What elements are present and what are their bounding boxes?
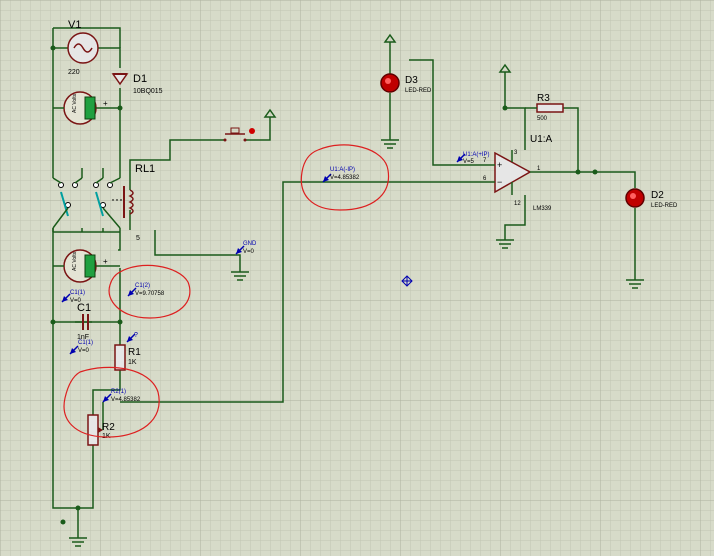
r1-value: 1K xyxy=(128,359,137,366)
probe-c1-1b-name: C1(1) xyxy=(78,340,93,346)
meter-top-label: AC Volts xyxy=(72,93,78,113)
v1-value: 220 xyxy=(68,69,80,76)
probe-gnd-name: GND xyxy=(243,241,257,247)
c1-value: 1nF xyxy=(77,334,89,341)
probe-r2-1-name: R2(1) xyxy=(111,389,126,395)
probe-c1-2-name: C1(2) xyxy=(135,283,150,289)
probe-u1-ip-left-value: V=4.85382 xyxy=(330,175,360,181)
probe-c1-2-value: V=9.70758 xyxy=(135,291,165,297)
u1-sign-plus: + xyxy=(497,160,502,170)
probe-u1-ip-left[interactable]: U1:A(-IP) V=4.85382 xyxy=(322,167,360,183)
r1-ref: R1 xyxy=(128,347,141,358)
d1-ref: D1 xyxy=(133,73,147,85)
d2-ref: D2 xyxy=(651,190,664,201)
u1-pin-out: 1 xyxy=(537,166,541,172)
u1-comparator[interactable]: + − U1:A LM339 7 6 1 3 12 xyxy=(483,134,553,212)
rl1-ref: RL1 xyxy=(135,163,155,175)
probe-u1-ip-top-value: V=5 xyxy=(463,159,475,165)
c1-capacitor[interactable]: C1 1nF xyxy=(77,302,91,341)
probe-c1-2[interactable]: C1(2) V=9.70758 xyxy=(127,283,165,297)
rl1-coil[interactable]: RL1 5 xyxy=(123,163,155,242)
r3-ref: R3 xyxy=(537,93,550,104)
r3-resistor[interactable]: R3 500 xyxy=(525,93,564,122)
probe-gnd[interactable]: GND V=0 xyxy=(235,241,257,255)
r3-value: 500 xyxy=(537,116,548,122)
d3-ref: D3 xyxy=(405,75,418,86)
probe-u1-ip-top-name: U1:A(+IP) xyxy=(463,152,490,158)
probe-r1-name: ? xyxy=(134,332,138,339)
u1-value: LM339 xyxy=(533,206,552,212)
annotation-circle-c1-2 xyxy=(108,264,191,319)
probe-r2-1[interactable]: R2(1) V=4.85382 xyxy=(102,389,141,403)
u1-pin-gnd: 12 xyxy=(514,201,521,207)
probe-c1-1a-value: V=0 xyxy=(70,298,82,304)
annotation-circle-r2 xyxy=(63,366,160,438)
probe-c1-1a-name: C1(1) xyxy=(70,290,85,296)
annotation-circles xyxy=(63,144,390,438)
probe-r1-unknown[interactable]: ? xyxy=(126,332,138,343)
d1-diode[interactable]: D1 10BQ015 xyxy=(111,73,163,95)
c1-ref: C1 xyxy=(77,302,91,314)
ac-voltmeter-top[interactable]: AC Volts + xyxy=(53,91,108,125)
d1-value: 10BQ015 xyxy=(133,88,163,95)
rl1-contacts[interactable] xyxy=(52,177,122,229)
probe-c1-1a[interactable]: C1(1) V=0 xyxy=(61,290,85,304)
u1-pin-vcc: 3 xyxy=(514,150,518,156)
probe-u1-ip-top[interactable]: U1:A(+IP) V=5 xyxy=(456,152,490,165)
u1-sign-minus: − xyxy=(497,177,502,187)
junctions xyxy=(50,45,598,525)
origin-marker-icon xyxy=(401,275,413,287)
annotation-circle-u1-ip xyxy=(300,144,390,211)
d2-value: LED-RED xyxy=(651,203,678,209)
probe-gnd-value: V=0 xyxy=(243,249,255,255)
r2-ref: R2 xyxy=(102,422,115,433)
rl1-pin: 5 xyxy=(136,235,140,242)
probe-c1-1b-value: V=0 xyxy=(78,348,90,354)
ac-voltmeter-bottom[interactable]: AC Volts + xyxy=(53,249,120,283)
u1-ref: U1:A xyxy=(530,134,553,145)
push-button[interactable] xyxy=(223,127,256,142)
meter-bottom-label: AC Volts xyxy=(72,251,78,271)
probe-c1-1b[interactable]: C1(1) V=0 xyxy=(69,340,93,355)
meter-bottom-plus: + xyxy=(103,257,108,266)
v1-ac-source[interactable]: V1 220 xyxy=(67,19,99,76)
v1-ref: V1 xyxy=(68,19,81,31)
r1-resistor[interactable]: R1 1K xyxy=(114,344,141,371)
d3-value: LED-RED xyxy=(405,88,432,94)
d2-led[interactable]: D2 LED-RED xyxy=(625,188,678,209)
u1-pin-minus: 6 xyxy=(483,176,487,182)
meter-top-plus: + xyxy=(103,99,108,108)
probe-r2-1-value: V=4.85382 xyxy=(111,397,141,403)
probe-u1-ip-left-name: U1:A(-IP) xyxy=(330,167,355,173)
d3-led[interactable]: D3 LED-RED xyxy=(380,73,432,94)
u1-pin-plus: 7 xyxy=(483,158,487,164)
